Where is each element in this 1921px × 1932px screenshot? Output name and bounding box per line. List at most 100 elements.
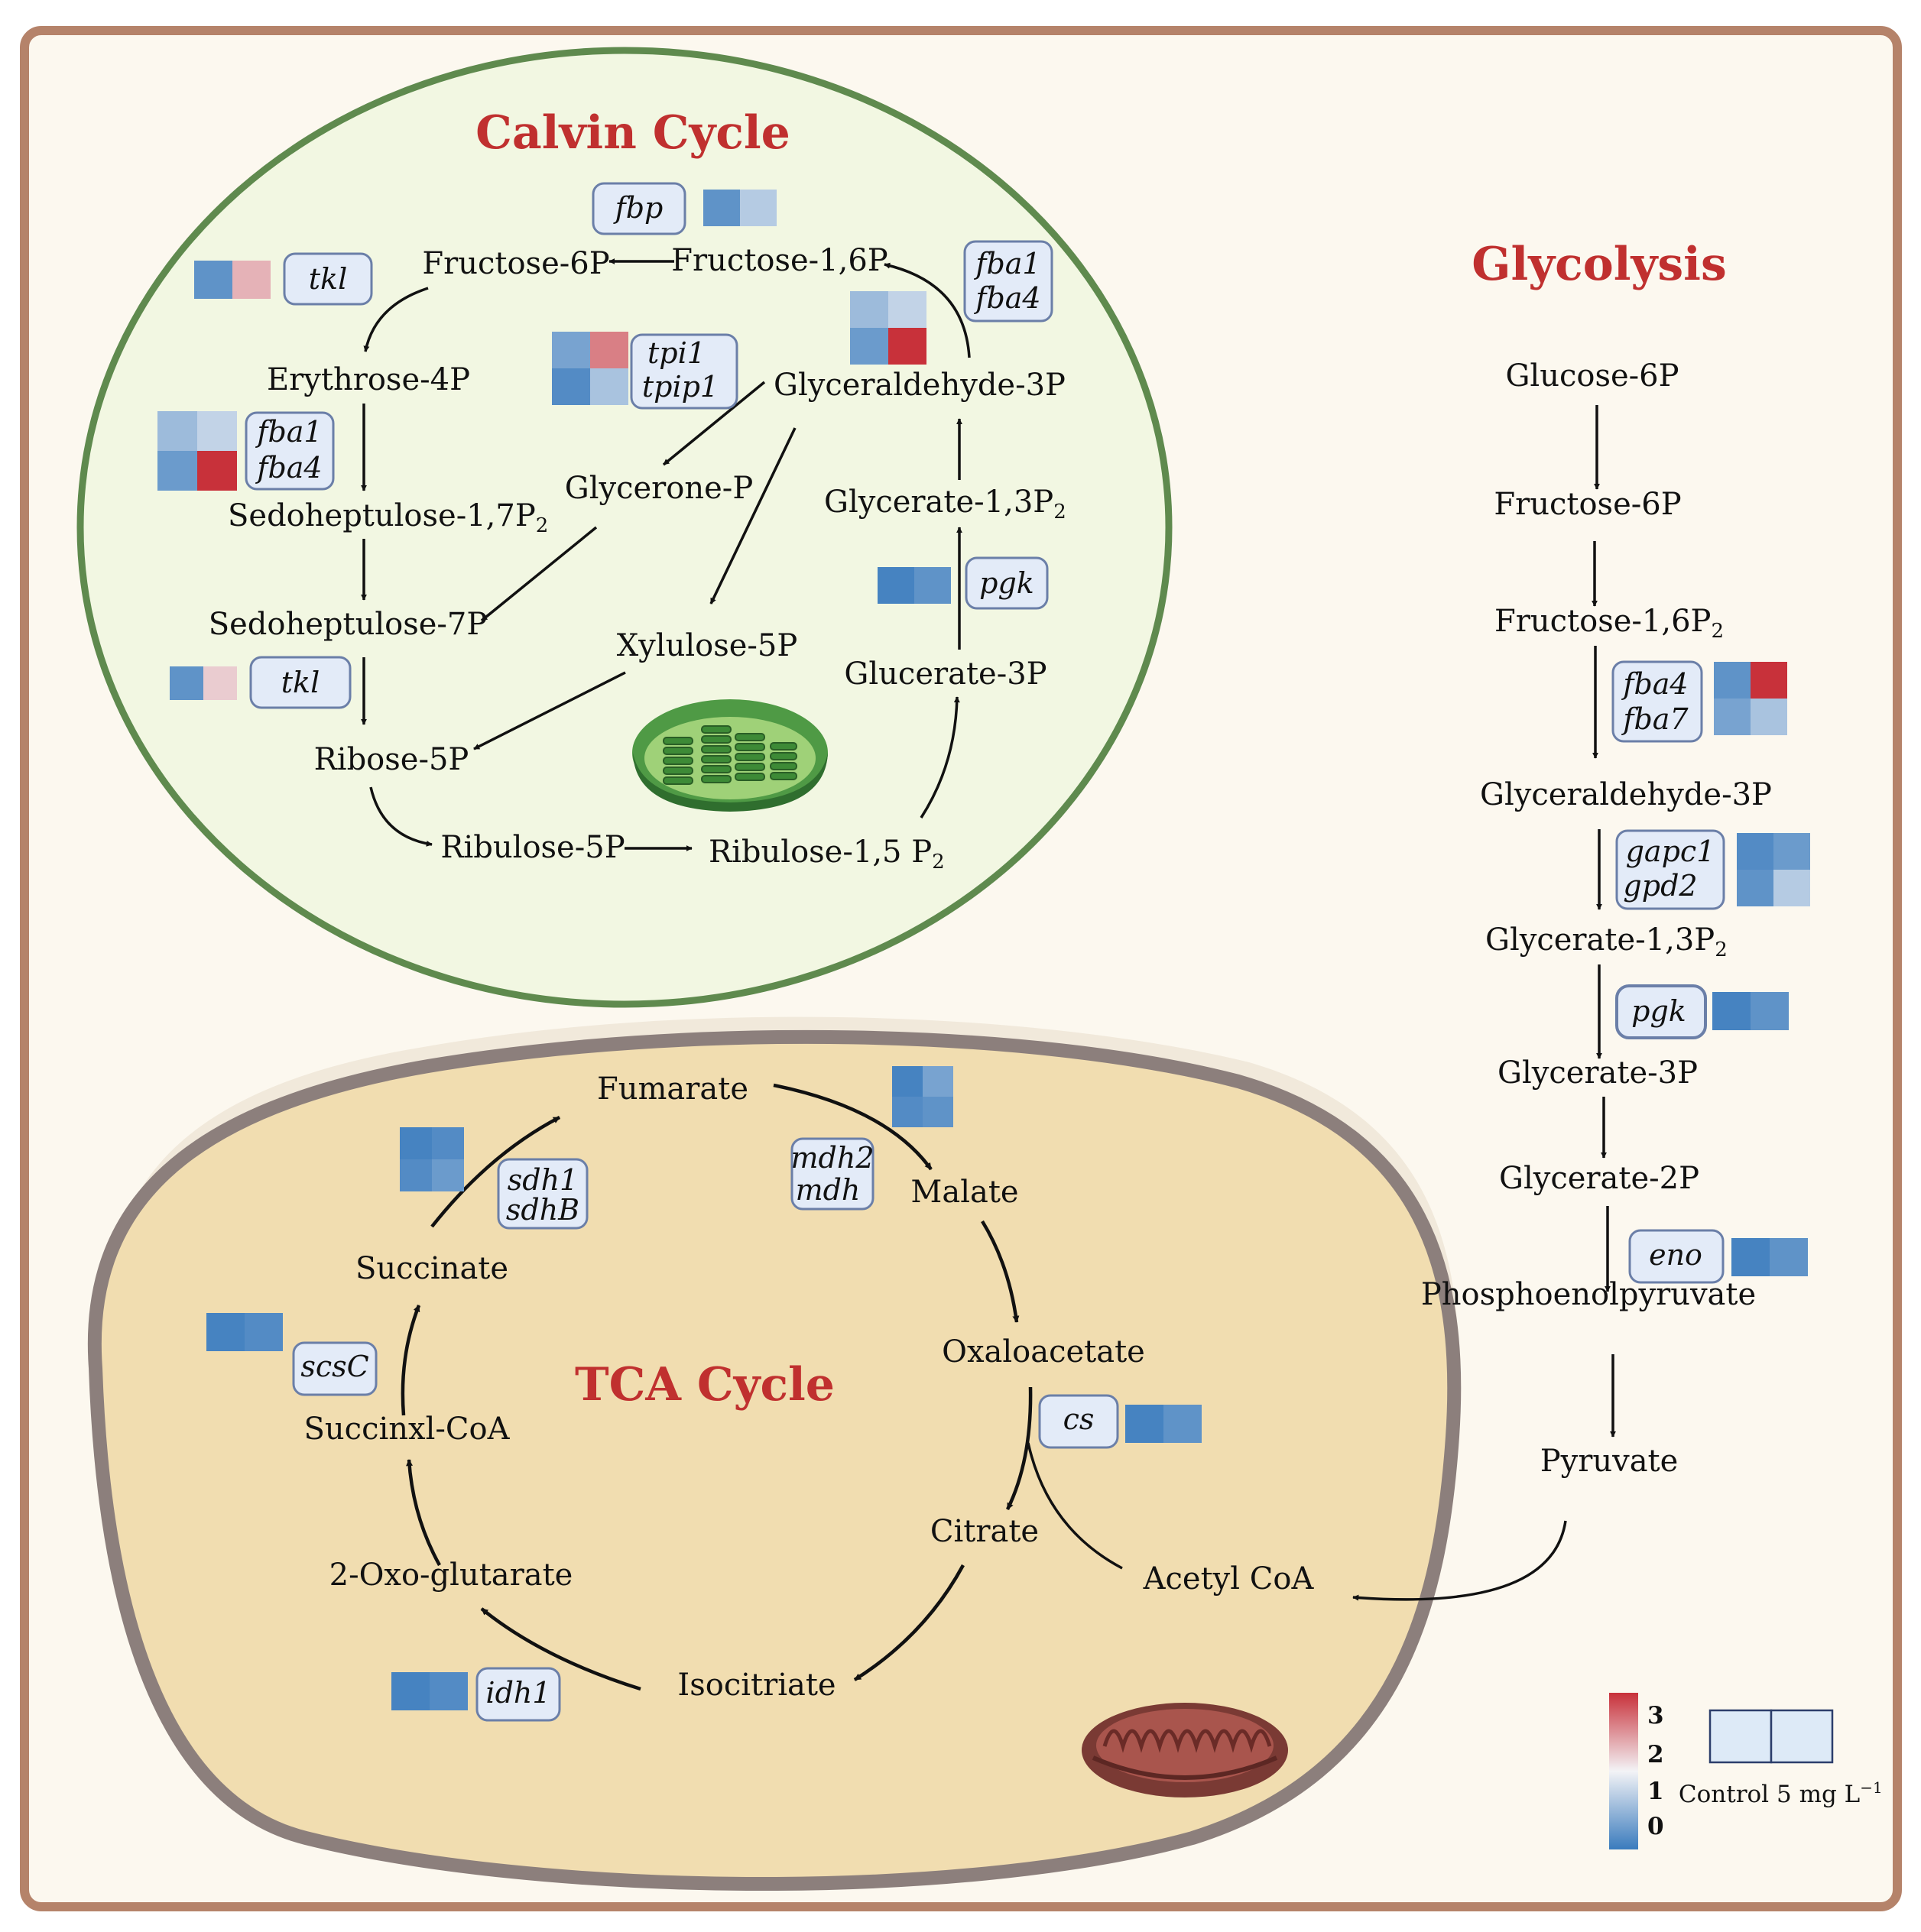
gene-tpi1: tpi1 — [647, 336, 706, 370]
heatmap-cell — [914, 567, 951, 604]
calvin-ribose-5p: Ribose-5P — [314, 742, 469, 777]
heatmap-cell — [170, 666, 203, 700]
acetyl-coa-merge-line — [1027, 1442, 1123, 1570]
gene-box-sdh — [497, 1158, 589, 1230]
heatmap-cell — [157, 411, 197, 451]
gene-fba1-b: fba1 — [973, 247, 1040, 280]
heatmap-glyc-gap — [1737, 833, 1810, 906]
gene-idh1: idh1 — [485, 1676, 550, 1710]
calvin-sedoheptulose-17p: Sedoheptulose-1,7P2 — [228, 498, 548, 537]
heatmap-cell — [430, 1672, 468, 1710]
calvin-glyceraldehyde-3p: Glyceraldehyde-3P — [774, 368, 1066, 403]
arrow-ga3p-to-f16p — [884, 262, 971, 358]
glyc-glyceraldehyde-3p: Glyceraldehyde-3P — [1480, 777, 1772, 812]
gene-gpd2: gpd2 — [1623, 869, 1697, 903]
heatmap-cell — [888, 291, 926, 328]
heatmap-cell — [703, 190, 740, 226]
glyc-fructose-6p: Fructose-6P — [1494, 487, 1681, 522]
heatmap-cell — [206, 1313, 245, 1351]
gene-box-tkl-a — [283, 252, 373, 306]
heatmap-cell — [157, 451, 197, 491]
heatmap-layer — [157, 190, 1810, 1710]
legend-treatment-cell — [1770, 1709, 1834, 1764]
arrow-pyruvate-to-acetyl-coa — [1352, 1520, 1567, 1601]
glyc-glycerate-13p: Glycerate-1,3P2 — [1485, 922, 1728, 961]
heatmap-tca-sdh — [400, 1127, 464, 1191]
heatmap-cell — [232, 261, 271, 299]
heatmap-cell — [740, 190, 777, 226]
heatmap-cell — [1737, 833, 1773, 870]
glycolysis-arrows — [1592, 405, 1616, 1438]
gene-box-cs — [1038, 1394, 1119, 1449]
arrow-citrate-to-isocitrate — [853, 1564, 965, 1681]
gene-sdh1: sdh1 — [508, 1163, 578, 1197]
gene-box-pgk-calvin — [965, 556, 1049, 610]
glyc-glycerate-2p: Glycerate-2P — [1499, 1161, 1699, 1196]
gene-box-fba-glyc — [1611, 660, 1703, 743]
gene-mdh: mdh — [796, 1173, 861, 1207]
heatmap-cell — [1770, 1238, 1808, 1276]
tca-succinyl-coa: Succinxl-CoA — [304, 1412, 511, 1447]
calvin-gene-boxes: fbp tkl fba1 fba4 tpi1 tpip1 fba1 fba4 p… — [245, 182, 1053, 709]
heatmap-cell — [400, 1159, 432, 1191]
heatmap-cell — [1712, 992, 1751, 1030]
heatmap-calvin-tpi — [552, 332, 628, 405]
arrow-glycerone-to-sedo7 — [480, 526, 598, 622]
scale-tick-label: 0 — [1647, 1813, 1664, 1840]
calvin-arrows — [361, 258, 971, 851]
calvin-glycerone-p: Glycerone-P — [565, 471, 753, 506]
heatmap-calvin-pgk — [878, 567, 951, 604]
tca-citrate: Citrate — [930, 1514, 1039, 1549]
glyc-pyruvate: Pyruvate — [1540, 1444, 1679, 1479]
heatmap-cell — [552, 332, 590, 368]
arrow-succinylcoa-to-succinate — [401, 1305, 421, 1416]
gene-box-idh1 — [475, 1667, 561, 1722]
gene-fbp: fbp — [613, 191, 664, 225]
heatmap-glyc-pgk — [1712, 992, 1789, 1030]
scale-tick-label: 2 — [1647, 1741, 1664, 1768]
gene-pgk-glyc: pgk — [1631, 994, 1686, 1028]
arrow-oxaloacetate-to-citrate — [1005, 1386, 1033, 1510]
calvin-sedoheptulose-7p: Sedoheptulose-7P — [209, 607, 488, 642]
heatmap-cell — [892, 1066, 923, 1097]
heatmap-cell — [1737, 870, 1773, 906]
arrow-xylulose-to-ribose — [473, 671, 626, 750]
gene-box-eno — [1628, 1229, 1725, 1284]
arrow-malate-to-oxaloacetate — [981, 1220, 1020, 1323]
gene-scsC: scsC — [300, 1350, 368, 1383]
gene-box-scsC — [292, 1341, 378, 1396]
heatmap-cell — [391, 1672, 430, 1710]
chloroplast-icon — [632, 699, 828, 812]
heatmap-glyc-fba — [1714, 662, 1787, 735]
legend-control-cell — [1708, 1709, 1773, 1764]
scale-tick-label: 3 — [1647, 1702, 1664, 1729]
arrow-succinate-to-fumarate — [430, 1116, 561, 1228]
heatmap-cell — [400, 1127, 432, 1159]
calvin-cycle-title: Calvin Cycle — [475, 106, 790, 160]
gene-sdhB: sdhB — [506, 1193, 579, 1227]
tca-fumarate: Fumarate — [597, 1071, 748, 1107]
gene-box-gap-glyc — [1615, 829, 1725, 910]
gene-gapc1: gapc1 — [1626, 835, 1715, 868]
gene-tpip1: tpip1 — [642, 370, 719, 404]
heatmap-cell — [197, 451, 237, 491]
heatmap-glyc-eno — [1731, 1238, 1808, 1276]
heatmap-calvin-fbp — [703, 190, 777, 226]
gene-eno: eno — [1649, 1238, 1702, 1272]
glycolysis-title: Glycolysis — [1472, 238, 1726, 291]
heatmap-tca-cs — [1125, 1405, 1202, 1443]
heatmap-cell — [197, 411, 237, 451]
legend-control-label: Control — [1679, 1781, 1769, 1808]
legend-treatment-label: 5 mg L−1 — [1777, 1778, 1883, 1808]
arrow-fumarate-to-malate — [773, 1083, 933, 1171]
heatmap-cell — [1751, 992, 1789, 1030]
arrow-f6p-to-e4p — [363, 287, 429, 352]
tca-gene-boxes: sdh1 sdhB mdh2 mdh cs scsC idh1 — [292, 1137, 1119, 1722]
glyc-fructose-16p: Fructose-1,6P2 — [1494, 604, 1724, 643]
gene-fba4-glyc: fba4 — [1621, 667, 1688, 701]
heatmap-tca-scs — [206, 1313, 283, 1351]
heatmap-cell — [1731, 1238, 1770, 1276]
calvin-fructose-16p: Fructose-1,6P — [671, 243, 887, 278]
